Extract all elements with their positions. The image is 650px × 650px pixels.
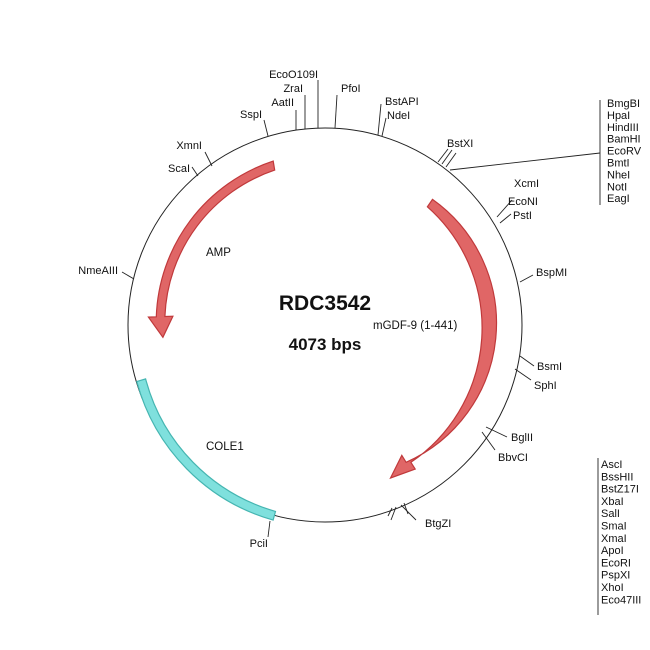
mcs-site-bamhi: BamHI	[607, 134, 641, 146]
mcs-site-ecori: EcoRI	[601, 557, 631, 569]
site-pcii: PciI	[250, 538, 268, 550]
site-xmni: XmnI	[176, 140, 202, 152]
mcs-site-bmgbi: BmgBI	[607, 98, 640, 110]
site-bglii: BglII	[511, 432, 533, 444]
site-scai: ScaI	[168, 163, 190, 175]
cole1-feature	[136, 378, 277, 521]
plasmid-name: RDC3542	[279, 292, 371, 315]
mcs-brackets	[597, 100, 601, 615]
amp-feature-arrow	[147, 160, 276, 339]
mcs-site-bsshii: BssHII	[601, 471, 633, 483]
site-nmeaiii: NmeAIII	[78, 265, 118, 277]
gdf9-label: mGDF-9 (1-441)	[373, 320, 458, 332]
site-ndei: NdeI	[387, 110, 410, 122]
site-labels: EcoO109I ZraI AatII PfoI SspI BstAPI Nde…	[78, 69, 567, 550]
mcs-site-sali: SalI	[601, 508, 620, 520]
mcs-site-smai: SmaI	[601, 521, 627, 533]
site-btgzi: BtgZI	[425, 518, 451, 530]
mcs-site-ecorv: EcoRV	[607, 146, 642, 158]
mcs-site-hindiii: HindIII	[607, 122, 639, 134]
site-bspmi: BspMI	[536, 267, 567, 279]
site-econi: EcoNI	[508, 196, 538, 208]
mcs-site-eco47iii: Eco47III	[601, 594, 641, 606]
mcs-site-bstz17i: BstZ17I	[601, 484, 639, 496]
gdf9-feature-arrow	[389, 198, 498, 480]
site-pfoi: PfoI	[341, 83, 361, 95]
mcs-site-apoi: ApoI	[601, 545, 624, 557]
cole1-label: COLE1	[206, 441, 244, 453]
site-zrai: ZraI	[283, 83, 303, 95]
mcs-site-xmai: XmaI	[601, 533, 627, 545]
mcs-site-noti: NotI	[607, 181, 627, 193]
site-sspi: SspI	[240, 109, 262, 121]
amp-label: AMP	[206, 247, 231, 259]
mcs-site-hpai: HpaI	[607, 110, 630, 122]
site-bstxi: BstXI	[447, 138, 473, 150]
site-sphi: SphI	[534, 380, 557, 392]
mcs-site-asci: AscI	[601, 459, 622, 471]
site-aatii: AatII	[271, 97, 294, 109]
site-ecoo109i: EcoO109I	[269, 69, 318, 81]
mcs-site-xbai: XbaI	[601, 496, 624, 508]
site-bsmi: BsmI	[537, 361, 562, 373]
site-bbvci: BbvCI	[498, 452, 528, 464]
mcs-site-nhei: NheI	[607, 169, 630, 181]
site-bstapi: BstAPI	[385, 96, 419, 108]
mcs-site-pspxi: PspXI	[601, 570, 630, 582]
plasmid-backbone	[127, 127, 523, 523]
mcs-site-xhoi: XhoI	[601, 582, 624, 594]
plasmid-size: 4073 bps	[289, 335, 362, 354]
site-psti: PstI	[513, 210, 532, 222]
mcs-site-eagi: EagI	[607, 193, 630, 205]
mcs-site-bmti: BmtI	[607, 158, 630, 170]
site-xcmi: XcmI	[514, 178, 539, 190]
site-ticks	[121, 80, 601, 538]
mcs-top-list: BmgBIHpaIHindIIIBamHIEcoRVBmtINheINotIEa…	[607, 98, 642, 205]
mcs-bottom-list: AscIBssHIIBstZ17IXbaISalISmaIXmaIApoIEco…	[601, 459, 641, 606]
